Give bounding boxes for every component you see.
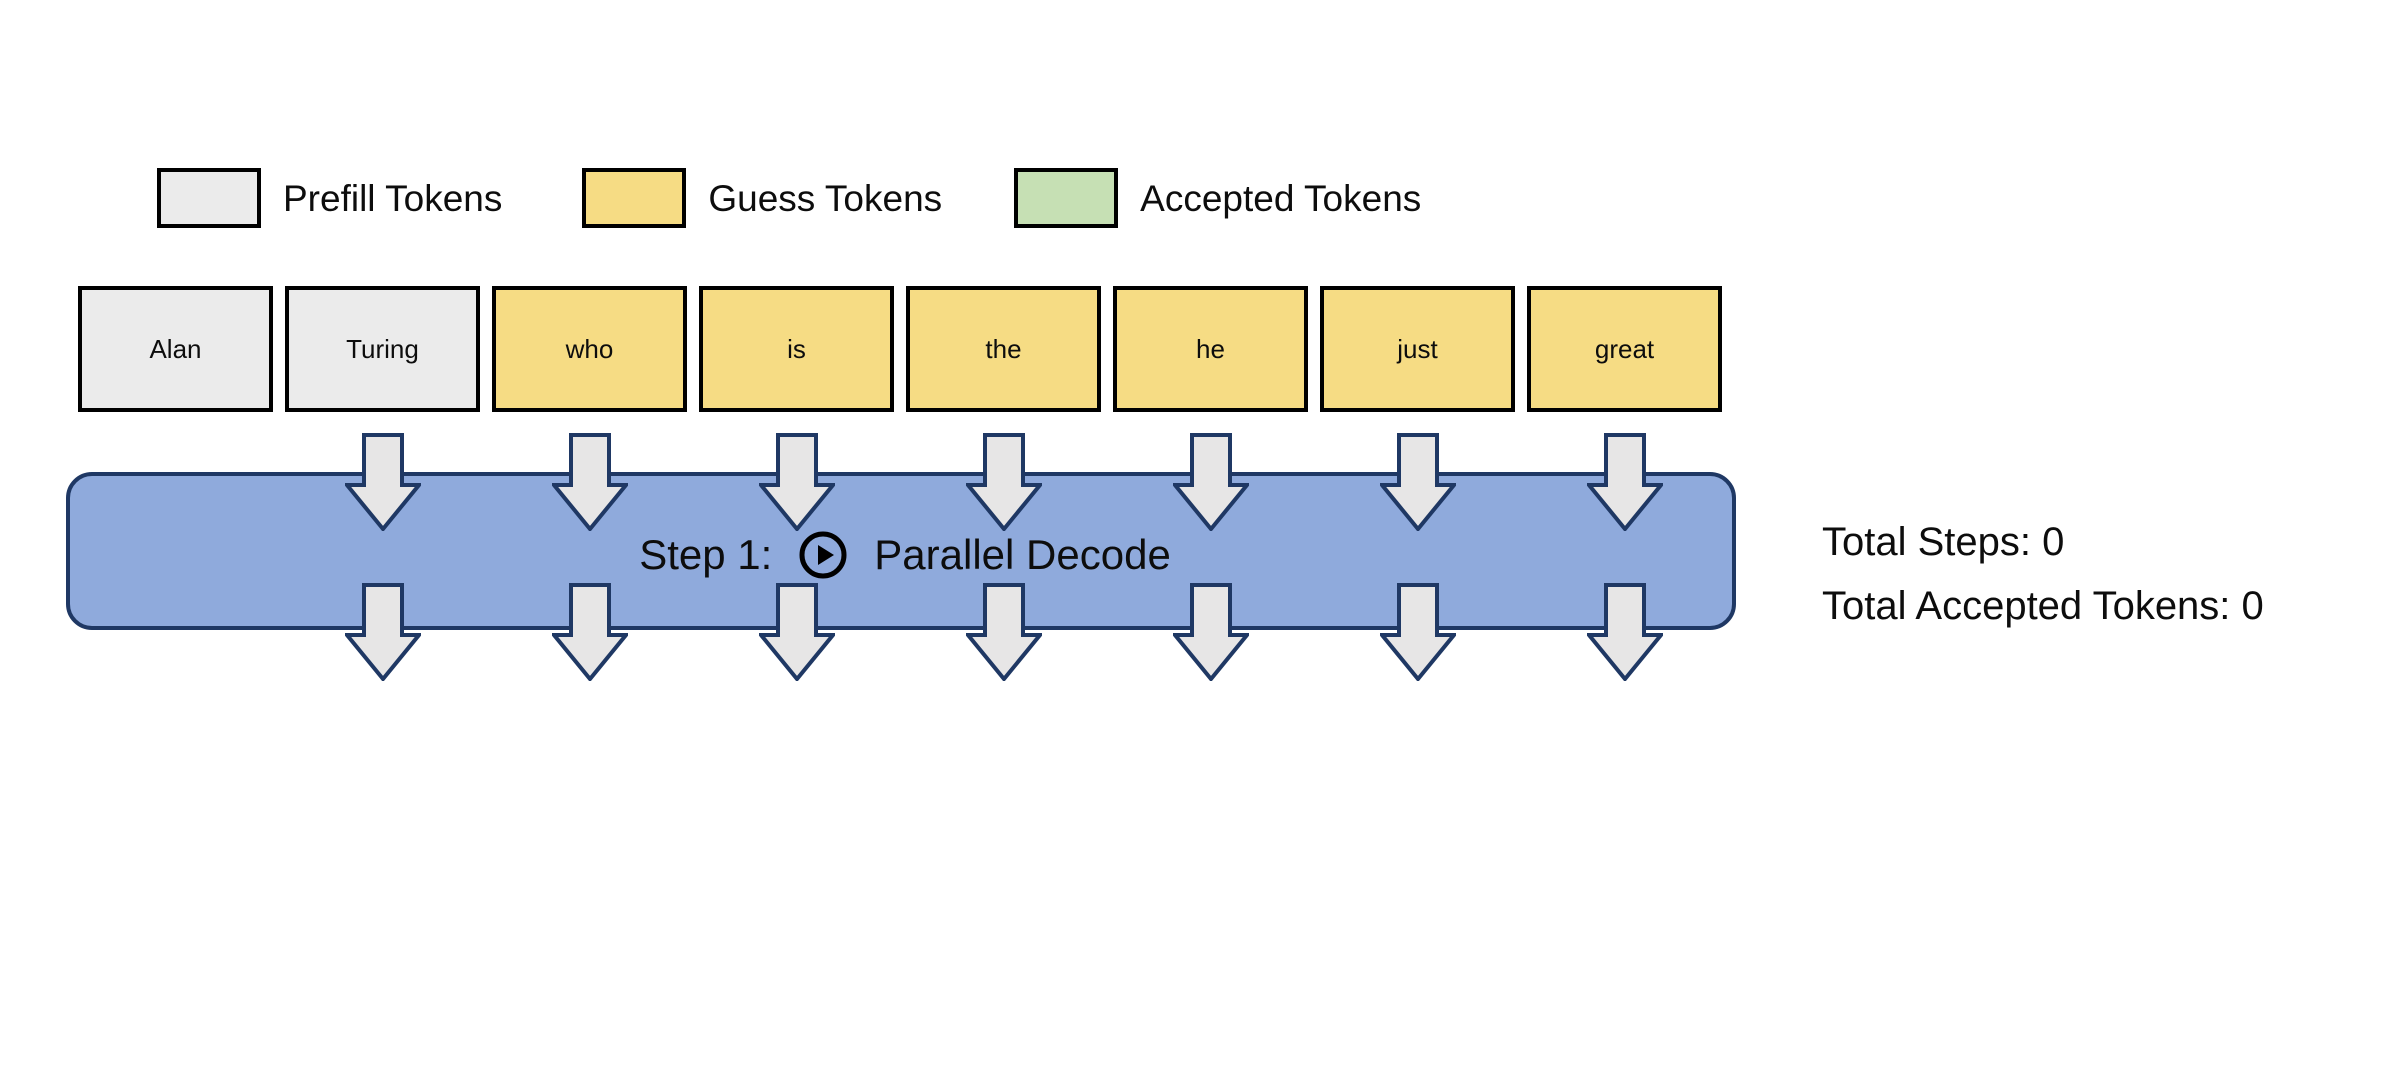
arrow-down-out-of-decode	[1172, 583, 1249, 681]
legend-item-accepted: Accepted Tokens	[1014, 166, 1421, 230]
token-box[interactable]: the	[906, 286, 1101, 412]
token-box[interactable]: just	[1320, 286, 1515, 412]
arrow-down-out-of-decode	[758, 583, 835, 681]
token-label: who	[565, 333, 614, 364]
legend-swatch-prefill	[157, 168, 261, 228]
decode-action-label: Parallel Decode	[874, 531, 1171, 578]
token-label: he	[1196, 333, 1225, 364]
step-label: Step 1:	[639, 531, 773, 578]
token-box[interactable]: Turing	[285, 286, 480, 412]
legend-item-guess: Guess Tokens	[582, 166, 942, 230]
arrow-down-out-of-decode	[1586, 583, 1663, 681]
legend-label-prefill: Prefill Tokens	[283, 177, 503, 219]
arrow-down-into-decode	[1172, 433, 1249, 531]
token-box[interactable]: is	[699, 286, 894, 412]
arrow-down-into-decode	[344, 433, 421, 531]
arrow-down-into-decode	[551, 433, 628, 531]
token-label: Turing	[346, 333, 419, 364]
total-steps-text: Total Steps: 0	[1822, 520, 2065, 564]
legend-item-prefill: Prefill Tokens	[157, 166, 502, 230]
token-label: the	[985, 333, 1022, 364]
parallel-decode-bar: Step 1: Parallel Decode	[66, 472, 1736, 630]
token-box[interactable]: great	[1527, 286, 1722, 412]
token-box[interactable]: Alan	[78, 286, 273, 412]
arrow-down-into-decode	[965, 433, 1042, 531]
token-box[interactable]: who	[492, 286, 687, 412]
arrow-down-out-of-decode	[344, 583, 421, 681]
token-label: just	[1397, 333, 1438, 364]
arrow-down-into-decode	[758, 433, 835, 531]
legend-swatch-guess	[582, 168, 687, 228]
token-sequence: Alan Turing who is the he just great	[78, 286, 1722, 412]
arrow-down-into-decode	[1379, 433, 1456, 531]
stats-panel: Total Steps: 0 Total Accepted Tokens: 0	[1822, 510, 2264, 638]
decode-bar-content: Step 1: Parallel Decode	[70, 476, 1740, 634]
legend-label-accepted: Accepted Tokens	[1140, 177, 1422, 219]
arrow-down-out-of-decode	[551, 583, 628, 681]
token-label: is	[787, 333, 806, 364]
legend-label-guess: Guess Tokens	[708, 177, 943, 219]
total-accepted-tokens-text: Total Accepted Tokens: 0	[1822, 584, 2264, 628]
token-label: great	[1594, 333, 1655, 364]
arrow-down-out-of-decode	[965, 583, 1042, 681]
legend: Prefill Tokens Guess Tokens Accepted Tok…	[157, 166, 1421, 230]
token-label: Alan	[149, 333, 202, 364]
play-circle-icon[interactable]	[798, 530, 848, 580]
arrow-down-out-of-decode	[1379, 583, 1456, 681]
token-box[interactable]: he	[1113, 286, 1308, 412]
legend-swatch-accepted	[1014, 168, 1119, 228]
arrow-down-into-decode	[1586, 433, 1663, 531]
